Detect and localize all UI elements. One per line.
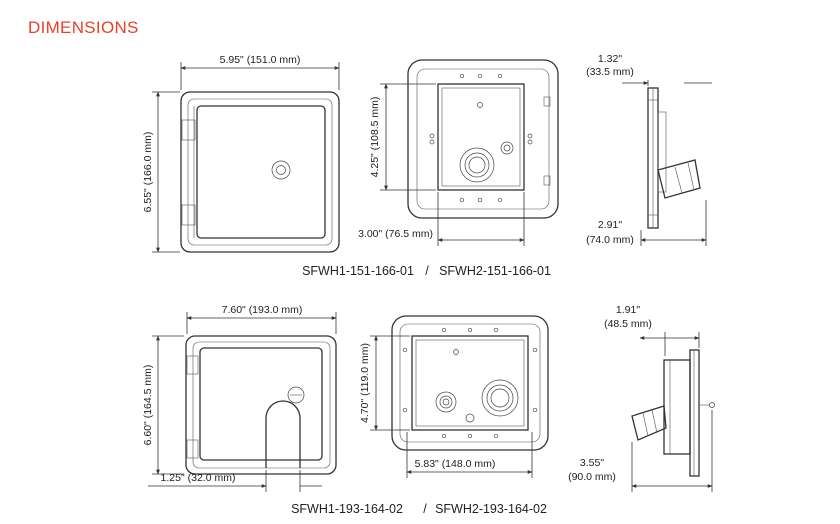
top-side-width-dimension [640, 200, 707, 246]
bottom-inner-width-label: 5.83" (148.0 mm) [415, 458, 496, 470]
top-door-front-view [180, 91, 340, 253]
bottom-frame-view [391, 315, 549, 451]
top-inner-width-label: 3.00" (76.5 mm) [358, 228, 433, 240]
bottom-model-separator: / [423, 502, 427, 516]
bottom-height-label: 6.60" (164.5 mm) [142, 365, 154, 446]
top-side-width-label-2: (74.0 mm) [586, 234, 634, 246]
top-depth-label-1: 1.32" [598, 53, 622, 65]
top-height-label: 6.55" (166.0 mm) [142, 132, 154, 213]
bottom-inner-height-dimension [370, 335, 410, 431]
page-title: DIMENSIONS [28, 18, 139, 37]
top-side-view [647, 87, 701, 229]
bottom-door-front-view [185, 335, 337, 475]
top-width-dimension [180, 62, 340, 90]
bottom-cutout-label: 1.25" (32.0 mm) [161, 472, 236, 484]
bottom-width-label: 7.60" (193.0 mm) [222, 304, 303, 316]
top-depth-label-2: (33.5 mm) [586, 66, 634, 78]
top-side-width-label-1: 2.91" [598, 219, 622, 231]
bottom-width-dimension [186, 312, 337, 334]
top-frame-view [407, 59, 559, 219]
top-height-dimension [152, 91, 180, 253]
bottom-height-dimension [152, 335, 184, 475]
top-inner-height-label: 4.25" (108.5 mm) [369, 97, 381, 178]
bottom-side-width-label-2: (90.0 mm) [568, 471, 616, 483]
top-model-b: SFWH2-151-166-01 [439, 264, 551, 278]
top-inner-height-dimension [380, 83, 436, 191]
bottom-side-width-dimension [631, 410, 713, 492]
bottom-inner-height-label: 4.70" (119.0 mm) [359, 343, 371, 423]
bottom-side-width-label-1: 3.55" [580, 457, 604, 469]
bottom-depth-label-1: 1.91" [616, 304, 640, 316]
bottom-model-b: SFWH2-193-164-02 [435, 502, 547, 516]
top-model-separator: / [425, 264, 429, 278]
bottom-model-a: SFWH1-193-164-02 [291, 502, 403, 516]
bottom-depth-label-2: (48.5 mm) [604, 318, 652, 330]
top-width-label: 5.95" (151.0 mm) [220, 54, 301, 66]
bottom-inner-width-dimension [406, 432, 533, 478]
top-model-a: SFWH1-151-166-01 [302, 264, 414, 278]
top-depth-dimension [622, 80, 712, 86]
bottom-side-view [631, 349, 715, 477]
top-inner-width-dimension [437, 192, 525, 246]
bottom-cutout-dimension [148, 470, 322, 492]
bottom-depth-dimension [639, 332, 700, 356]
